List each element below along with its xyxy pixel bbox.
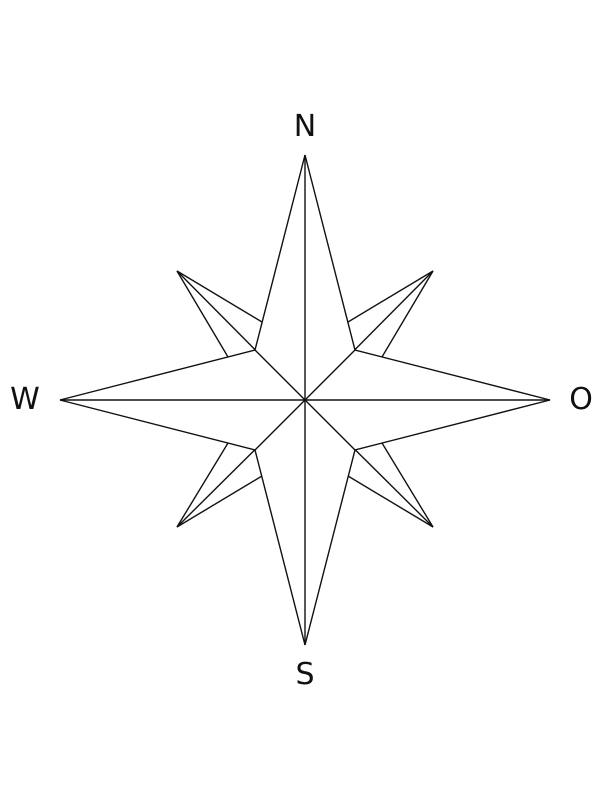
label-north: N — [293, 109, 317, 144]
label-west: W — [10, 382, 40, 417]
label-south: S — [295, 657, 315, 692]
star-facets — [60, 155, 550, 645]
label-east: O — [569, 382, 593, 417]
